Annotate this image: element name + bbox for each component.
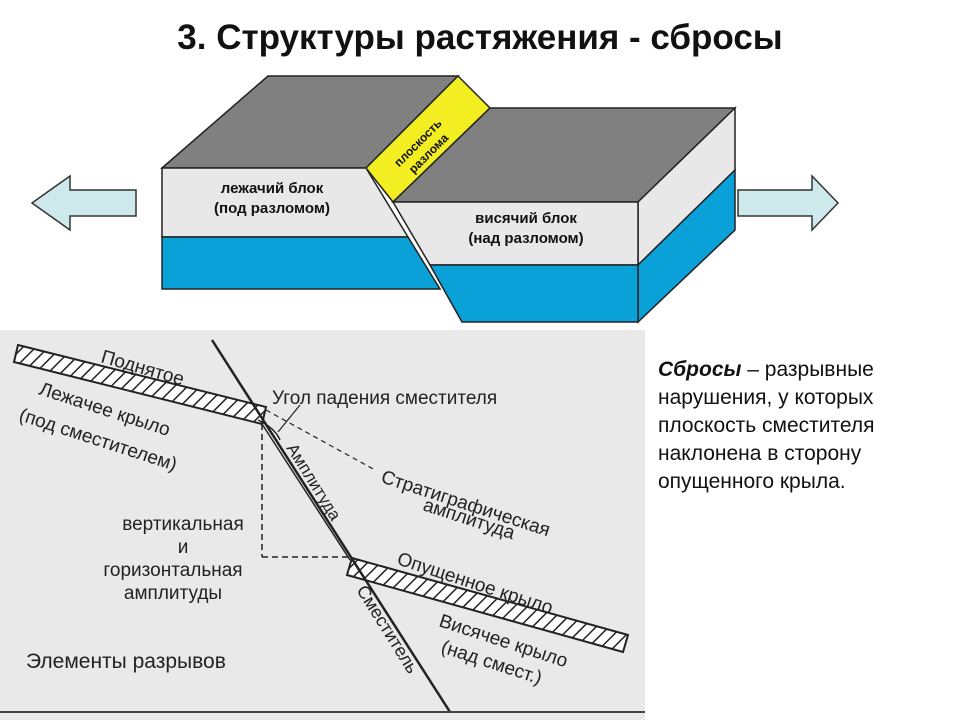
fault-plane-line	[210, 339, 452, 713]
dip-angle-pointer	[277, 404, 301, 433]
strat-amplitude-line	[261, 423, 351, 561]
hangingwall-label-2: (над разломом)	[468, 230, 583, 247]
elements-caption: Элементы разрывов	[26, 650, 226, 673]
label-dip-angle: Угол падения сместителя	[272, 388, 497, 409]
block-diagram: плоскость разлома лежачий блок (под разл…	[30, 74, 840, 324]
strat-projection-line	[265, 409, 376, 471]
fault-elements-diagram: Поднятое Лежачее крыло (под сместителем)…	[0, 330, 645, 720]
arrow-right-icon	[737, 174, 840, 232]
slide-title: 3. Структуры растяжения - сбросы	[177, 18, 783, 57]
dip-angle-arc	[257, 419, 281, 441]
arrow-left-icon	[30, 174, 137, 232]
description-body: – разрывные нарушения, у которых плоскос…	[658, 358, 875, 493]
label-vert-1: вертикальная	[122, 514, 244, 535]
footwall-label-2: (под разломом)	[214, 200, 330, 217]
footwall-label-1: лежачий блок	[221, 180, 324, 197]
label-vert-2: и	[178, 537, 189, 558]
label-vert-4: амплитуды	[124, 583, 222, 604]
footwall-blue-layer	[161, 236, 442, 290]
label-vert-3: горизонтальная	[103, 560, 242, 581]
hangingwall-label-1: висячий блок	[475, 210, 577, 227]
description-text: Сбросы – разрывные нарушения, у которых …	[658, 356, 948, 496]
hangingwall-bed-hatch	[345, 556, 630, 654]
hangingwall-blue-layer	[428, 264, 639, 323]
scan-background	[0, 330, 645, 720]
description-term: Сбросы	[658, 358, 742, 381]
